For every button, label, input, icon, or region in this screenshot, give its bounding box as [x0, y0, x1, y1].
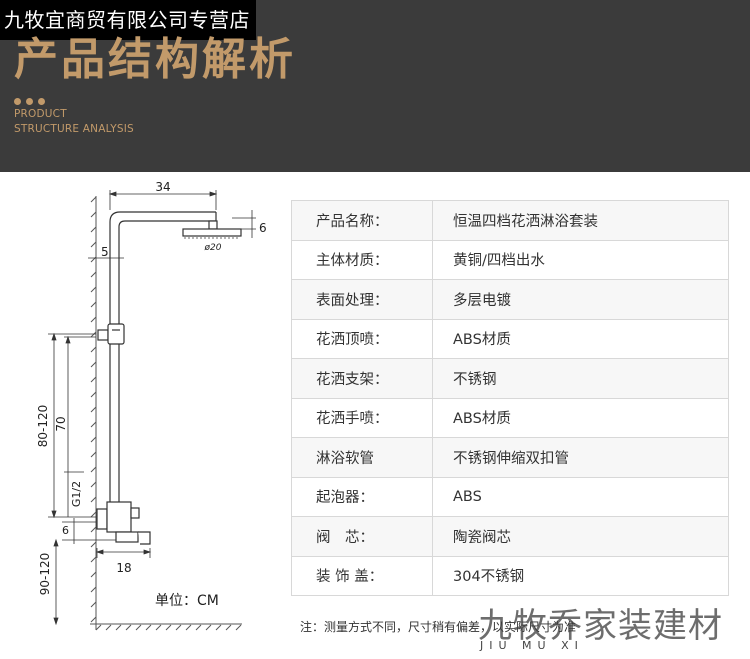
dim-line-spout-gap [62, 518, 116, 544]
page-title: 产品结构解析 [14, 34, 296, 85]
spec-table: 产品名称：恒温四档花洒淋浴套装 主体材质：黄铜/四档出水 表面处理：多层电镀 花… [291, 200, 729, 596]
subtitle-line2: STRUCTURE ANALYSIS [14, 123, 134, 135]
dim-wall-gap: 5 [101, 245, 109, 259]
table-row: 产品名称：恒温四档花洒淋浴套装 [291, 200, 729, 241]
spec-value: ABS材质 [432, 397, 729, 438]
dim-line-spout-length [95, 548, 152, 558]
unit-label: 单位：CM [155, 593, 219, 609]
table-row: 花洒支架：不锈钢 [291, 358, 729, 399]
spec-label: 淋浴软管 [291, 437, 433, 478]
dim-line-total [48, 332, 96, 519]
spec-value: 陶瓷阀芯 [432, 516, 729, 557]
dim-top-width: 34 [155, 180, 170, 194]
table-row: 花洒手喷：ABS材质 [291, 397, 729, 438]
dim-mid-height: 70 [54, 416, 68, 431]
spec-label: 花洒支架： [291, 358, 433, 399]
table-row: 装 饰 盖：304不锈钢 [291, 555, 729, 596]
shower-head [182, 220, 242, 239]
spec-label: 主体材质： [291, 239, 433, 280]
table-row: 起泡器：ABS [291, 476, 729, 517]
dim-line-floor [53, 538, 59, 626]
spec-value: 不锈钢伸缩双扣管 [432, 437, 729, 478]
table-row: 淋浴软管不锈钢伸缩双扣管 [291, 437, 729, 478]
shower-pipe [109, 211, 217, 502]
watermark-text: 九牧乔家装建材 [478, 606, 723, 646]
wall-bracket [97, 323, 125, 345]
subtitle-line1: PRODUCT [14, 108, 67, 120]
header-banner: 九牧宜商贸有限公司专营店 产品结构解析 PRODUCT STRUCTURE AN… [0, 0, 750, 172]
dim-floor-height: 90-120 [38, 553, 52, 596]
dim-spout-length: 18 [116, 561, 131, 575]
dim-head-height: 6 [259, 221, 267, 235]
table-row: 主体材质：黄铜/四档出水 [291, 239, 729, 280]
spec-label: 起泡器： [291, 476, 433, 517]
spec-value: 304不锈钢 [432, 555, 729, 596]
spec-value: 不锈钢 [432, 358, 729, 399]
spec-label: 表面处理： [291, 279, 433, 320]
table-row: 阀 芯：陶瓷阀芯 [291, 516, 729, 557]
spec-value: 多层电镀 [432, 279, 729, 320]
spec-value: 恒温四档花洒淋浴套装 [432, 200, 729, 241]
shower-structure-diagram: ø20 34 6 5 80-120 [36, 180, 267, 631]
dim-line-head [232, 210, 256, 238]
dim-line-thread [64, 471, 84, 517]
spec-value: 黄铜/四档出水 [432, 239, 729, 280]
spec-label: 花洒顶喷： [291, 318, 433, 359]
spec-value: ABS材质 [432, 318, 729, 359]
floor [90, 623, 242, 631]
mixer-valve [96, 501, 151, 545]
spec-label: 花洒手喷： [291, 397, 433, 438]
dim-total-height: 80-120 [36, 405, 50, 448]
spec-label: 阀 芯： [291, 516, 433, 557]
decorative-dots [14, 90, 50, 109]
table-row: 花洒顶喷：ABS材质 [291, 318, 729, 359]
table-row: 表面处理：多层电镀 [291, 279, 729, 320]
spec-label: 产品名称： [291, 200, 433, 241]
wall [90, 196, 97, 630]
dim-spout-gap: 6 [62, 524, 69, 537]
shop-name[interactable]: 九牧宜商贸有限公司专营店 [0, 0, 256, 40]
measurement-note: 注：测量方式不同，尺寸稍有偏差，以实际尺寸为准 [300, 620, 577, 634]
dim-line-mid [64, 335, 96, 472]
spec-value: ABS [432, 476, 729, 517]
dim-line-top [108, 190, 218, 210]
dim-thread: G1/2 [70, 481, 83, 507]
spec-label: 装 饰 盖： [291, 555, 433, 596]
dim-head-diameter: ø20 [204, 243, 222, 253]
watermark-pinyin: JIU MU XI [480, 639, 584, 652]
